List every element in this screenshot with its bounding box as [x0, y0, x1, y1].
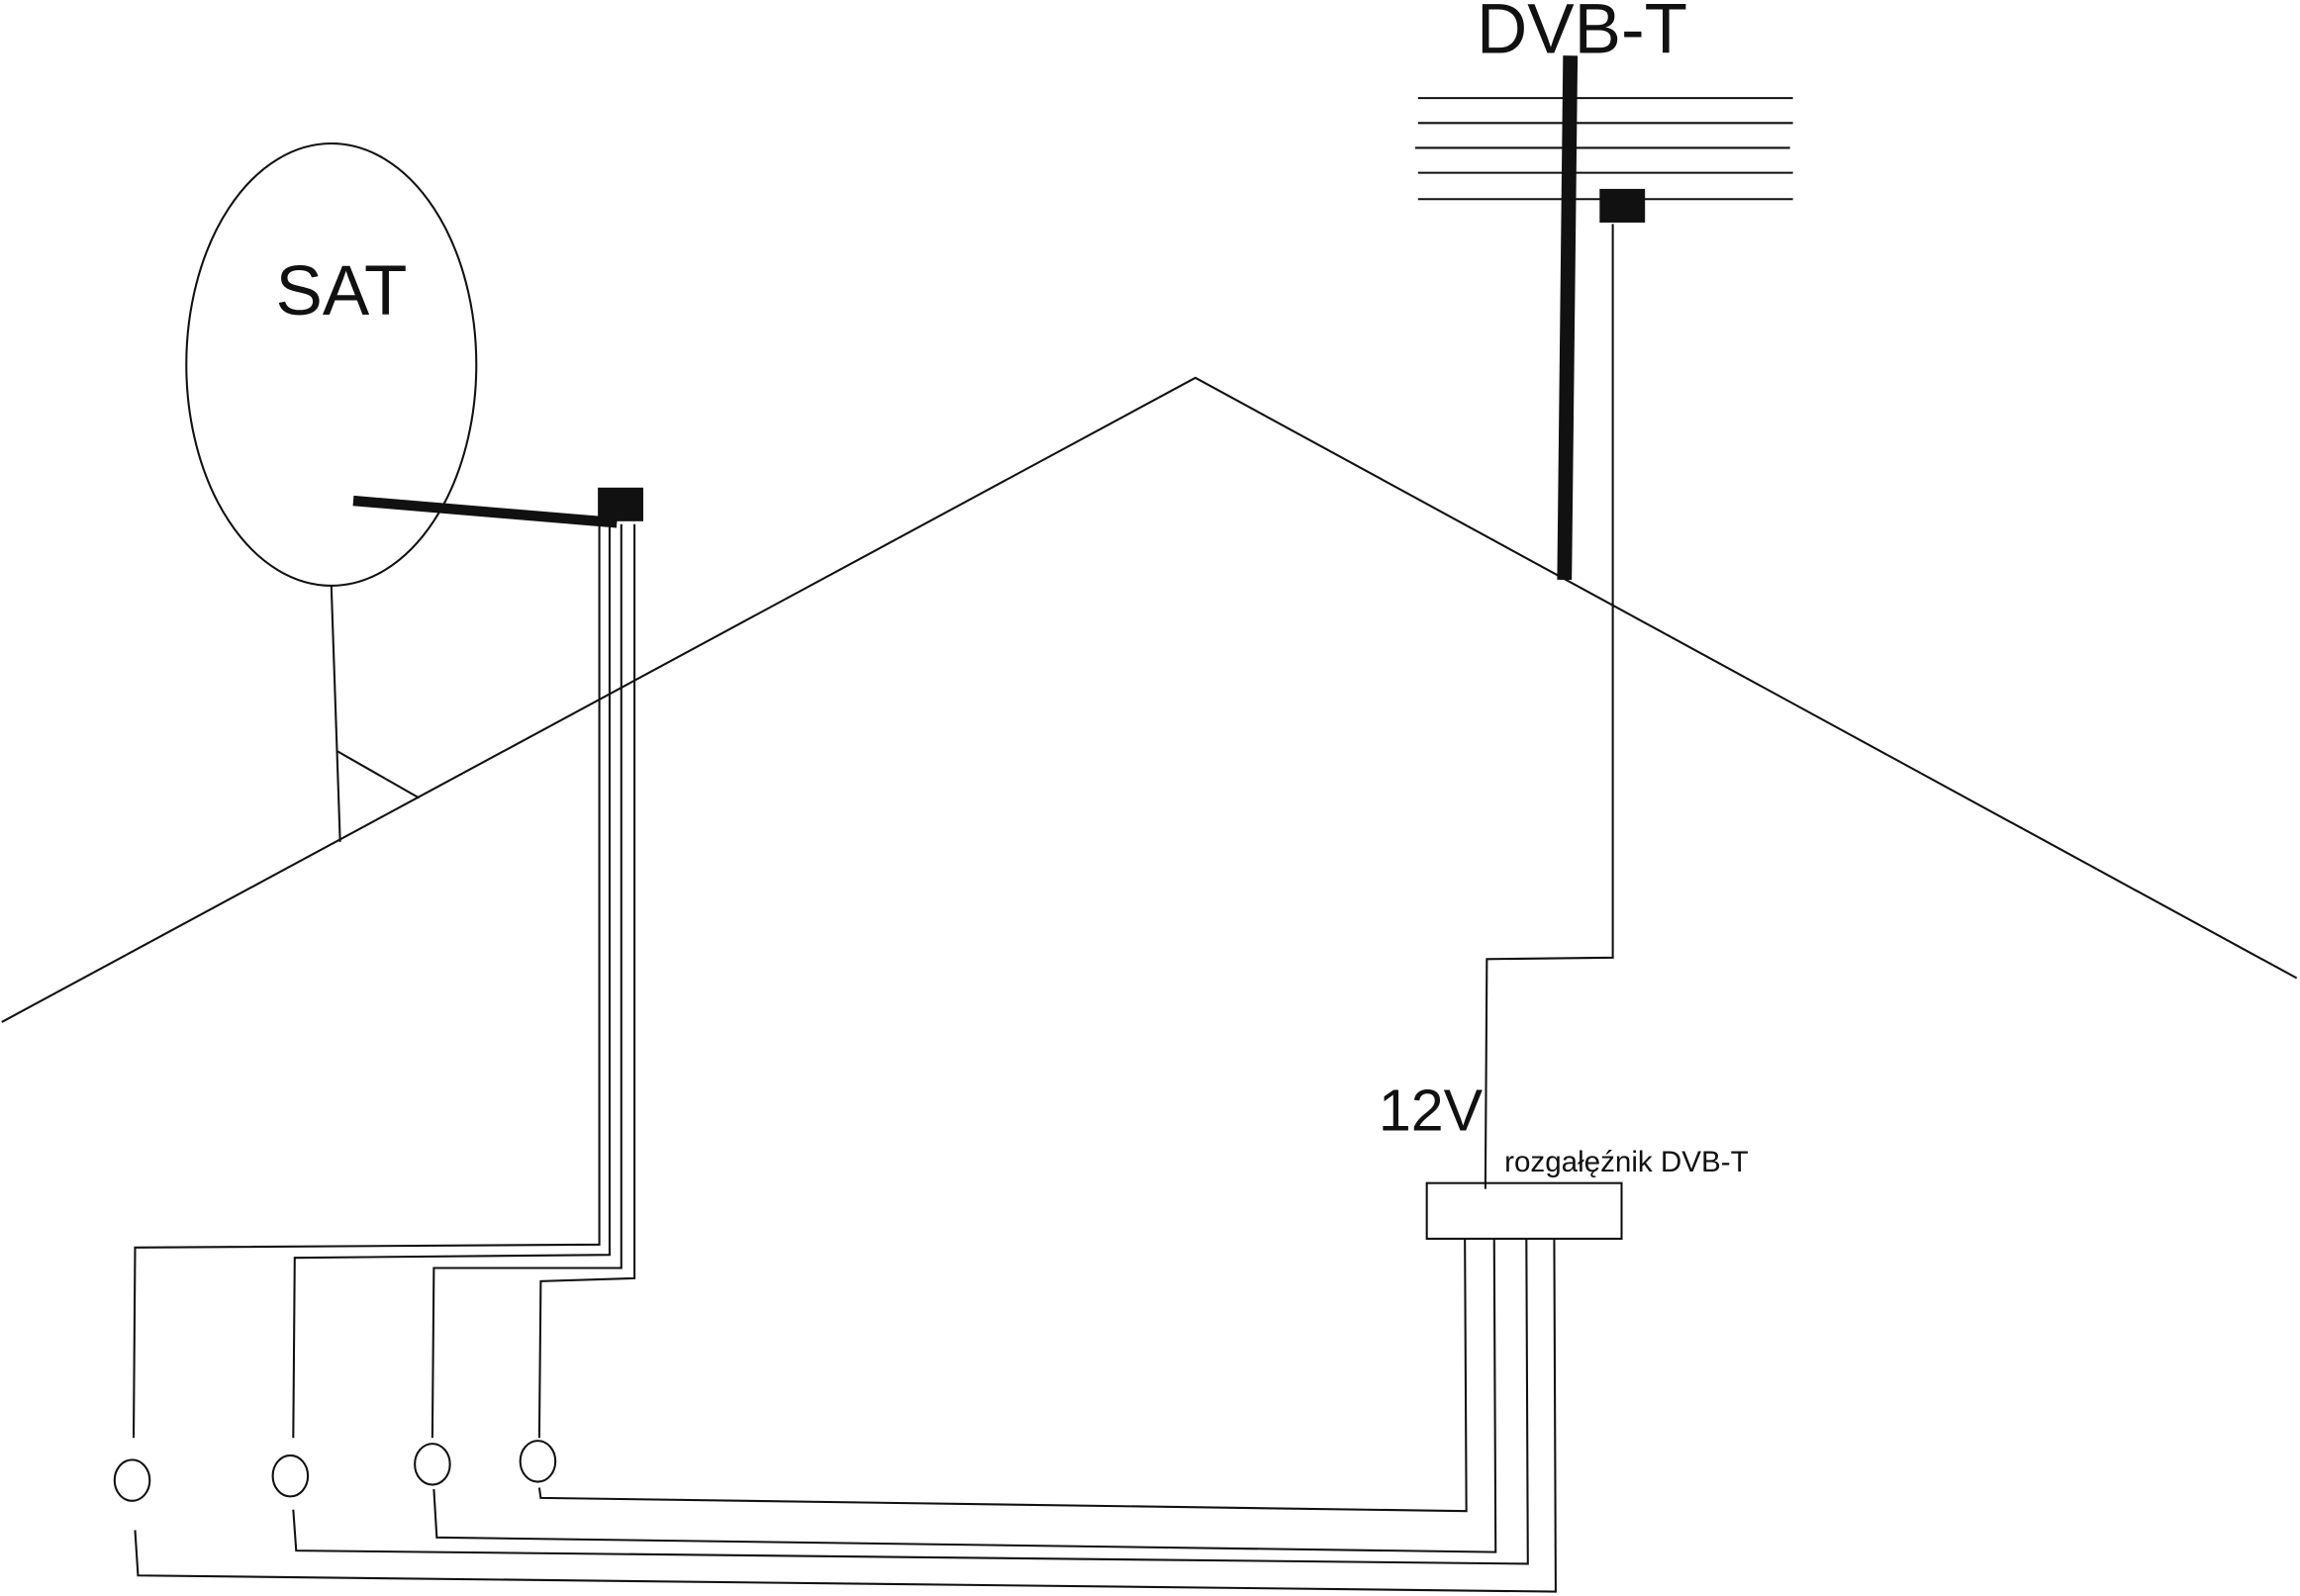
dvbt-label: DVB-T: [1477, 0, 1687, 68]
dvbt-antenna: DVB-T: [1414, 0, 1793, 1189]
dish-mast: [330, 585, 341, 842]
dish-brace: [336, 750, 421, 799]
amplifier-icon: [1599, 188, 1646, 223]
socket-4: [519, 1440, 557, 1483]
sat-cable-3: [431, 523, 623, 1439]
dvbt-feed-cable: [1484, 224, 1614, 1189]
sat-label: SAT: [276, 252, 408, 330]
sat-cable-4: [537, 523, 636, 1439]
wall-sockets: [113, 1440, 557, 1502]
socket-3: [414, 1443, 451, 1486]
satellite-dish: SAT: [185, 141, 643, 842]
lnb-arm: [352, 495, 618, 528]
socket-2: [271, 1454, 310, 1498]
antenna-mast: [1557, 55, 1579, 581]
splitter-label: rozgałęźnik DVB-T: [1504, 1146, 1749, 1178]
dvbt-cable-4: [537, 1238, 1468, 1513]
dvbt-cable-3: [432, 1238, 1497, 1553]
lnb-icon: [598, 487, 643, 521]
sat-cables: [132, 523, 636, 1439]
dvbt-cable-1: [134, 1238, 1557, 1593]
voltage-label: 12V: [1379, 1077, 1484, 1143]
dish-reflector: [185, 141, 478, 587]
dvbt-splitter: [1425, 1181, 1623, 1240]
roof-outline: [1, 376, 2298, 1023]
sat-cable-2: [292, 523, 611, 1439]
socket-1: [113, 1458, 151, 1502]
dvbt-cables: [134, 1238, 1557, 1593]
sat-cable-1: [132, 523, 601, 1439]
dvbt-cable-2: [292, 1238, 1529, 1565]
